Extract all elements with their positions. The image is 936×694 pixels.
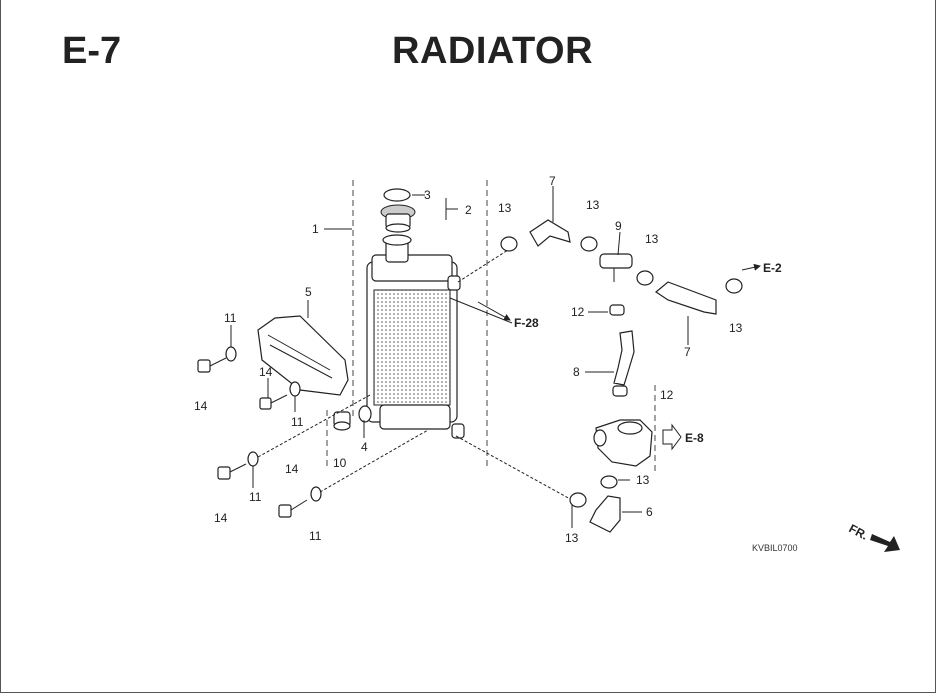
callout-11-d: 11 bbox=[309, 529, 322, 543]
catalog-code: KVBIL0700 bbox=[752, 543, 798, 553]
ref-e2: E-2 bbox=[763, 261, 782, 275]
radiator-cap-oring bbox=[383, 188, 411, 202]
callout-6: 6 bbox=[646, 505, 653, 519]
callout-13-e: 13 bbox=[636, 473, 650, 487]
callout-4: 4 bbox=[361, 440, 368, 454]
mount-collar bbox=[333, 411, 351, 431]
callout-3: 3 bbox=[424, 188, 431, 202]
upper-hose bbox=[529, 219, 571, 247]
radiator-cap bbox=[380, 204, 416, 233]
hose-clamp-b bbox=[580, 236, 598, 252]
callout-5: 5 bbox=[305, 285, 312, 299]
callout-2: 2 bbox=[465, 203, 472, 217]
ref-f28: F-28 bbox=[514, 316, 539, 330]
bolt-upper bbox=[197, 346, 237, 373]
callout-14-b: 14 bbox=[194, 399, 208, 413]
page-title: RADIATOR bbox=[392, 30, 594, 72]
water-pump-cover bbox=[593, 419, 653, 467]
callout-7-upper: 7 bbox=[549, 174, 556, 188]
mount-grommet bbox=[358, 405, 372, 423]
callout-12-a: 12 bbox=[571, 305, 585, 319]
bolt-lower-1 bbox=[217, 451, 259, 480]
hose-clamp-d bbox=[725, 278, 743, 294]
radiator-core bbox=[366, 234, 465, 439]
callout-13-b: 13 bbox=[586, 198, 600, 212]
callout-12-b: 12 bbox=[660, 388, 674, 402]
callout-14-a: 14 bbox=[259, 365, 273, 379]
callout-13-f: 13 bbox=[565, 531, 579, 545]
e8-hollow-arrow bbox=[662, 423, 682, 451]
callout-9: 9 bbox=[615, 219, 622, 233]
callout-14-d: 14 bbox=[214, 511, 228, 525]
callout-11-b: 11 bbox=[291, 415, 304, 429]
callout-14-c: 14 bbox=[285, 462, 299, 476]
thermostat-joint bbox=[599, 253, 633, 282]
direction-label: FR. bbox=[847, 521, 871, 542]
callout-7-lower: 7 bbox=[684, 345, 691, 359]
small-clamp-lower bbox=[612, 385, 628, 397]
bolt-lower-2 bbox=[278, 486, 322, 518]
radiator-shroud bbox=[257, 315, 349, 396]
section-code: E-7 bbox=[62, 30, 122, 72]
callout-13-c: 13 bbox=[645, 232, 659, 246]
callout-13-a: 13 bbox=[498, 201, 512, 215]
return-hose bbox=[654, 281, 717, 315]
callout-1: 1 bbox=[312, 222, 319, 236]
hose-clamp-a bbox=[500, 236, 518, 252]
bypass-hose bbox=[613, 330, 635, 386]
callout-8: 8 bbox=[573, 365, 580, 379]
callout-11-a: 11 bbox=[224, 311, 237, 325]
hose-clamp-c bbox=[636, 270, 654, 286]
lower-hose bbox=[589, 495, 621, 533]
small-clamp-upper bbox=[609, 304, 625, 316]
hose-clamp-f bbox=[600, 475, 618, 489]
bolt-middle bbox=[259, 381, 301, 410]
front-direction-arrow bbox=[870, 534, 900, 552]
hose-clamp-e bbox=[569, 492, 587, 508]
callout-11-c: 11 bbox=[249, 490, 262, 504]
ref-e8: E-8 bbox=[685, 431, 704, 445]
callout-10: 10 bbox=[333, 456, 347, 470]
callout-13-d: 13 bbox=[729, 321, 743, 335]
